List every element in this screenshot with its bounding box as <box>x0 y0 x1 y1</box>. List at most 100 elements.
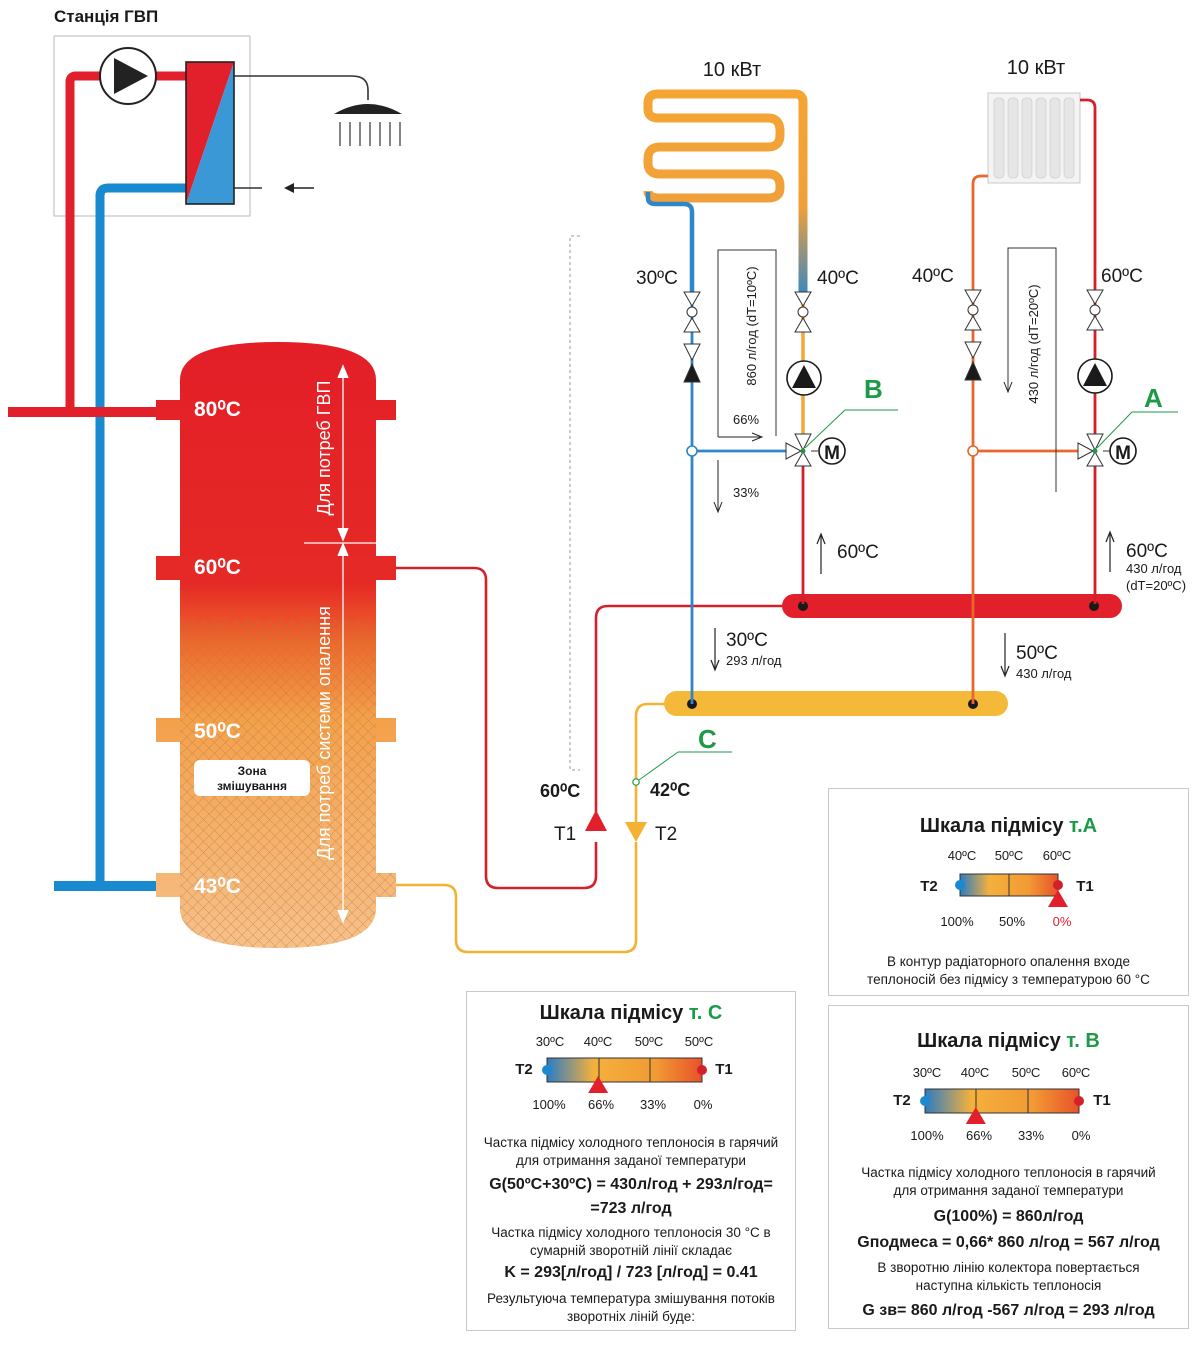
collector-return-a-arrow <box>1000 633 1010 678</box>
motor-icon: M <box>1109 437 1137 465</box>
circuit-b-in-arrow <box>816 532 826 574</box>
pump-icon <box>786 360 822 396</box>
scale-c-text-1: Частка підмісу холодного теплоносія в га… <box>483 1135 779 1150</box>
scale-a-right-label: Т1 <box>1076 878 1094 895</box>
scale-b-right-label: Т1 <box>1093 1092 1111 1109</box>
tank-bottom-pipe <box>54 881 164 891</box>
circuit-a-in-arrow <box>1105 530 1115 572</box>
shower-line <box>234 75 369 100</box>
scale-panel-b: Шкала підмісу т. В 30ºС 40ºС 50ºС 60ºС Т… <box>828 1005 1189 1329</box>
scale-c-text-3: Частка підмісу холодного теплоносія 30 °… <box>491 1225 771 1240</box>
collector-return-a-flow: 430 л/год <box>1016 666 1072 681</box>
point-c-marker <box>632 778 640 786</box>
radiator-icon <box>987 92 1081 184</box>
scale-b-temp-3: 60ºС <box>1062 1065 1091 1080</box>
scale-c-percent-2: 33% <box>640 1097 666 1112</box>
scale-b-bar: 30ºС 40ºС 50ºС 60ºС Т2 Т1 100% 66% 33% 0… <box>893 1065 1111 1143</box>
scale-a-marker <box>1048 890 1068 907</box>
circuit-b-supply-temp: 40ºС <box>817 268 859 289</box>
scale-b-title: Шкала підмісу <box>917 1030 1061 1052</box>
scale-a-percent-2: 0% <box>1053 914 1072 929</box>
scale-b-text-2: для отримання заданої температури <box>893 1183 1124 1198</box>
tank-top-pipe <box>8 407 164 417</box>
tank-temp-80: 80⁰С <box>194 398 241 421</box>
heat-exchanger <box>185 61 235 205</box>
mixing-zone-line1: Зона <box>238 764 267 778</box>
t1-supply-to-collector <box>594 604 786 812</box>
scale-b-temp-2: 50ºС <box>1012 1065 1041 1080</box>
three-way-valve-icon <box>1077 433 1110 467</box>
scale-b-formula-2: Gподмеса = 0,66* 860 л/год = 567 л/год <box>857 1234 1160 1251</box>
circuit-a-power: 10 кВт <box>1007 57 1065 79</box>
scale-a-note-1: В контур радіаторного опалення входе <box>886 954 1131 969</box>
scale-b-formula-1: G(100%) = 860л/год <box>933 1208 1084 1225</box>
circuit-a-tee <box>967 445 979 457</box>
tank-temp-60: 60⁰С <box>194 556 241 579</box>
scale-c-bar: 30ºС 40ºС 50ºС 50ºС Т2 Т1 100% 66% 33% 0… <box>515 1034 733 1112</box>
t1-label: Т1 <box>554 824 576 845</box>
scale-b-marker <box>965 1107 986 1124</box>
scale-c-formula-1a: G(50ºС+30ºС) = 430л/год + 293л/год= <box>489 1176 773 1193</box>
point-b-letter: B <box>864 374 883 404</box>
scale-b-percent-3: 0% <box>1072 1128 1091 1143</box>
scale-c-temp-3: 50ºС <box>685 1034 714 1049</box>
t2-return-from-collector <box>634 702 668 822</box>
scale-c-temp-2: 50ºС <box>635 1034 664 1049</box>
return-collector <box>664 691 1008 716</box>
svg-text:M: M <box>1115 443 1131 464</box>
scale-a-percent-1: 50% <box>999 914 1025 929</box>
t2-label: Т2 <box>655 824 677 845</box>
circuit-a-flow-arrow <box>1003 381 1013 394</box>
point-b-leader <box>804 409 846 449</box>
supply-collector <box>782 594 1122 618</box>
tank-supply-pipe <box>396 566 598 890</box>
circuit-b-66-arrow <box>718 432 764 442</box>
point-c-leader <box>638 751 679 781</box>
scale-c-percent-3: 0% <box>694 1097 713 1112</box>
station-title: Станція ГВП <box>54 7 158 26</box>
scale-a-title: Шкала підмісу <box>919 815 1064 837</box>
scale-b-temp-0: 30ºС <box>913 1065 942 1080</box>
point-a-leader <box>1096 411 1133 449</box>
circuit-b-power: 10 кВт <box>703 59 761 81</box>
shower-icon <box>334 104 402 146</box>
collector-return-b-arrow <box>710 628 720 672</box>
scale-b-percent-0: 100% <box>910 1128 944 1143</box>
motor-icon: M <box>818 437 846 465</box>
mixing-zone-box <box>194 760 310 796</box>
point-c-letter: C <box>698 724 717 754</box>
circuit-a-flow-note: 430 л/год (dT=20ºС) <box>1026 284 1041 403</box>
scale-a-left-label: Т2 <box>920 878 938 895</box>
scale-c-point: т. С <box>688 1002 723 1024</box>
scale-b-text-4: наступна кількість теплоносія <box>915 1278 1102 1293</box>
point-a-letter: A <box>1144 383 1163 413</box>
scale-a-temp-0: 40ºС <box>948 848 977 863</box>
circuit-a-return-temp: 40ºС <box>912 266 954 287</box>
circuit-b-flow-bracket <box>717 249 777 437</box>
circuit-a-return-pipe <box>971 174 988 704</box>
scale-c-left-label: Т2 <box>515 1061 533 1078</box>
scale-b-text-3: В зворотню лінію колектора повертається <box>877 1260 1140 1275</box>
dhw-hot-pipe <box>65 71 100 412</box>
scale-b-left-label: Т2 <box>893 1092 911 1109</box>
heating-zone-label: Для потреб системи опалення <box>314 606 334 860</box>
dhw-cold-pipe <box>95 183 186 886</box>
scale-panel-c: Шкала підмісу т. С 30ºС 40ºС 50ºС 50ºС Т… <box>466 991 796 1331</box>
circuit-b-coil-return <box>645 192 695 296</box>
circuit-a-in-dt: (dT=20ºС) <box>1126 578 1186 593</box>
check-valve-icon <box>964 341 982 381</box>
circuit-b-flow-note: 860 л/год (dT=10ºС) <box>744 266 759 385</box>
dashed-bracket <box>569 235 580 771</box>
scale-b-point: т. В <box>1066 1030 1100 1052</box>
scale-b-temp-1: 40ºС <box>961 1065 990 1080</box>
check-valve-icon <box>683 343 701 383</box>
t2-arrow-icon <box>625 822 647 842</box>
scale-c-text-4: сумарній зворотній лінії складає <box>529 1243 733 1258</box>
cold-inlet-arrow <box>284 183 314 193</box>
tank-temp-43: 43⁰С <box>194 875 241 898</box>
scale-b-formula-3: G зв= 860 л/год -567 л/год = 293 л/год <box>862 1302 1155 1319</box>
scale-c-text-5: Результуюча температура змішування поток… <box>487 1291 775 1306</box>
scale-c-title: Шкала підмісу <box>539 1002 684 1024</box>
circuit-b-33-arrow <box>713 460 723 514</box>
collector-return-b-temp: 30ºС <box>726 630 768 651</box>
